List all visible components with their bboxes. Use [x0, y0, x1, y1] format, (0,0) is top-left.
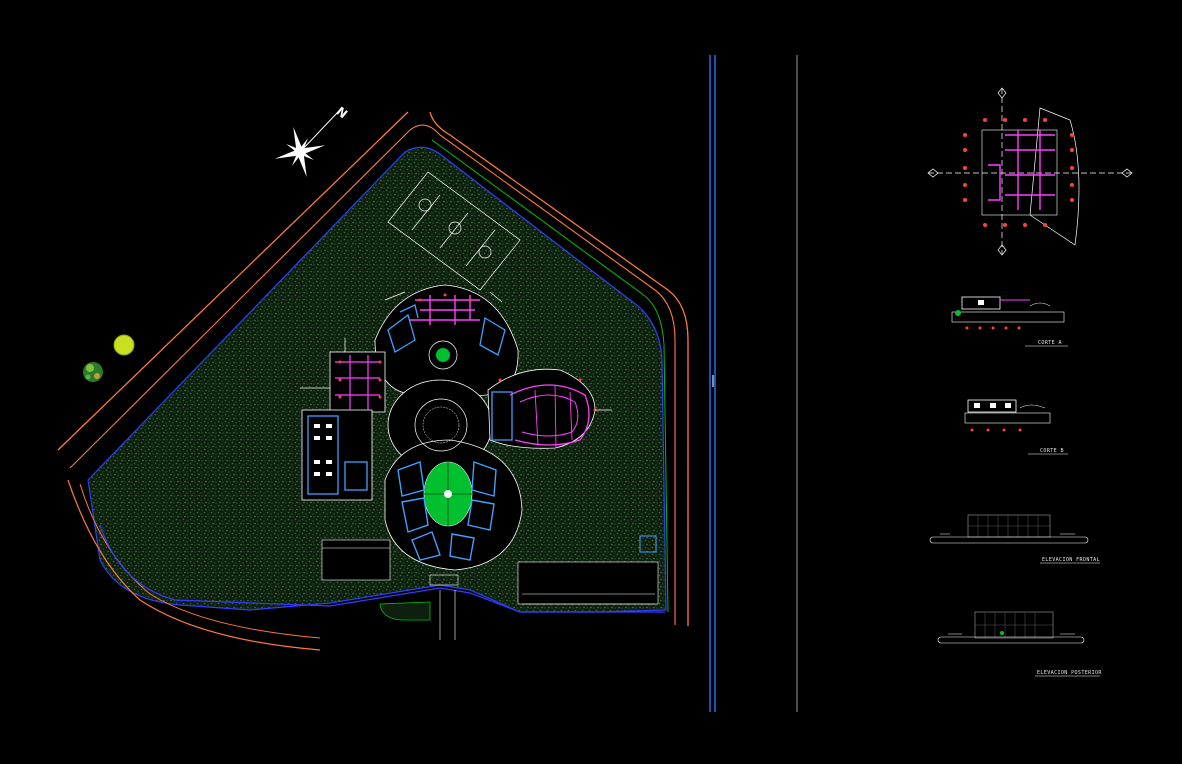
southwest-block [301, 409, 373, 501]
sports-courts [387, 171, 521, 291]
south-classrooms [397, 461, 497, 561]
front-elevation-drawing: ELEVACION FRONTAL [929, 514, 1100, 564]
east-auditorium [491, 384, 590, 449]
lab-desks [314, 424, 332, 476]
key-plan [927, 87, 1135, 256]
site-boundary-inner [69, 124, 676, 625]
planter-left [379, 601, 431, 621]
sheet-separator [709, 55, 798, 712]
label-section-b: CORTE B [1040, 448, 1064, 454]
access-road [439, 590, 456, 640]
section-b-drawing: CORTE B [964, 399, 1068, 455]
road-curve-left [67, 479, 321, 651]
tree-yellow-icon [113, 334, 135, 356]
plaza-ring-inner [422, 406, 460, 444]
rear-elevation-drawing: ELEVACION POSTERIOR [937, 611, 1102, 677]
guard-house [639, 535, 657, 553]
axis-arrows [300, 291, 612, 411]
entrance-gate [429, 574, 459, 586]
grid-markers [338, 293, 597, 412]
parking-stalls [522, 593, 655, 605]
section-a-drawing: CORTE A [951, 296, 1068, 347]
south-courtyard-center [444, 490, 452, 498]
road-edge-blue [99, 524, 665, 613]
tree-green-icon [83, 362, 103, 382]
parking-left [321, 539, 391, 581]
north-walls [410, 295, 480, 325]
site-plan [57, 111, 689, 651]
north-rooms [387, 304, 506, 356]
plaza-ring-outer [414, 398, 468, 452]
north-letter: N [333, 104, 350, 121]
label-front-elevation: ELEVACION FRONTAL [1042, 557, 1100, 563]
west-walls [335, 355, 380, 410]
north-lawn [436, 348, 450, 362]
parking-area [517, 561, 659, 605]
site-boundary-outer [57, 111, 689, 626]
perimeter-fence [431, 139, 669, 613]
label-section-a: CORTE A [1038, 340, 1062, 346]
north-star-icon [274, 111, 339, 178]
road-curve-left-inner [79, 483, 321, 639]
west-block [329, 351, 386, 413]
southwest-labs [307, 415, 368, 495]
label-rear-elevation: ELEVACION POSTERIOR [1037, 670, 1102, 676]
